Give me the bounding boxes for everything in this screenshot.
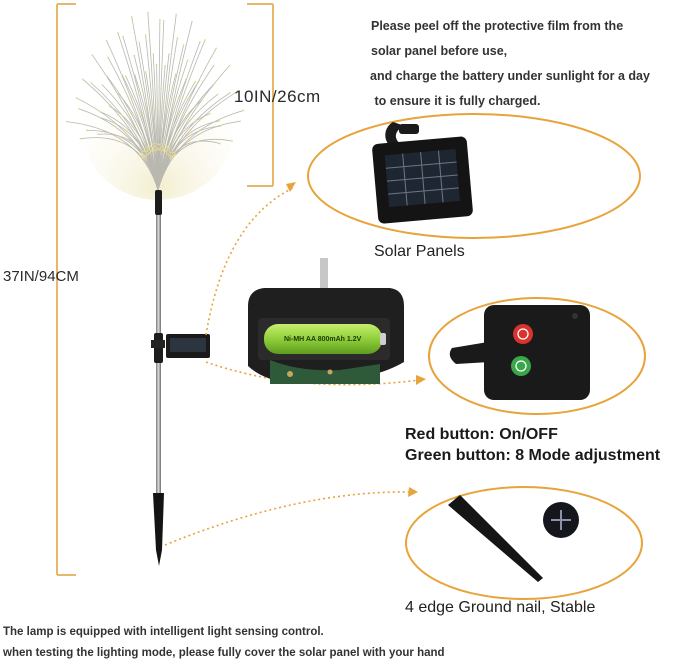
dimension-bracket-top [247, 3, 274, 187]
instruction-line-1: Please peel off the protective film from… [371, 19, 624, 33]
solar-panel-callout-ellipse [307, 113, 641, 239]
button-captions: Red button: On/OFF Green button: 8 Mode … [405, 424, 660, 466]
red-power-button [513, 324, 533, 344]
battery-label: Ni-MH AA 800mAh 1.2V [284, 336, 362, 343]
footer-line-2: when testing the lighting mode, please f… [3, 647, 445, 659]
footer-notes: The lamp is equipped with intelligent li… [3, 622, 445, 664]
instructions-block: Please peel off the protective film from… [370, 14, 671, 114]
solar-panel-caption: Solar Panels [374, 243, 465, 260]
instruction-line-3: and charge the battery under sunlight fo… [370, 69, 650, 83]
footer-line-1: The lamp is equipped with intelligent li… [3, 626, 324, 638]
green-mode-button [511, 356, 531, 376]
connector-arrows [164, 186, 421, 546]
top-height-label: 10IN/26cm [234, 87, 321, 106]
stake-solar-panel-icon [151, 334, 210, 358]
firework-head [65, 11, 245, 200]
control-box-callout-ellipse [428, 297, 646, 415]
instruction-line-4: to ensure it is fully charged. [371, 94, 541, 108]
battery-compartment-photo [248, 258, 404, 384]
red-button-caption: Red button: On/OFF [405, 426, 558, 443]
dimension-bracket-total [56, 3, 76, 576]
lamp-stake [153, 190, 164, 566]
instruction-line-2: solar panel before use, [371, 44, 508, 58]
ground-nail-caption: 4 edge Ground nail, Stable [405, 599, 596, 616]
ground-nail-callout-ellipse [405, 486, 643, 600]
arrow-heads [286, 182, 426, 497]
ground-nail-closeup [448, 495, 579, 582]
solar-panel-closeup [372, 122, 473, 224]
green-button-caption: Green button: 8 Mode adjustment [405, 447, 661, 464]
total-height-label: 37IN/94CM [3, 268, 79, 285]
control-box-closeup [449, 305, 590, 400]
